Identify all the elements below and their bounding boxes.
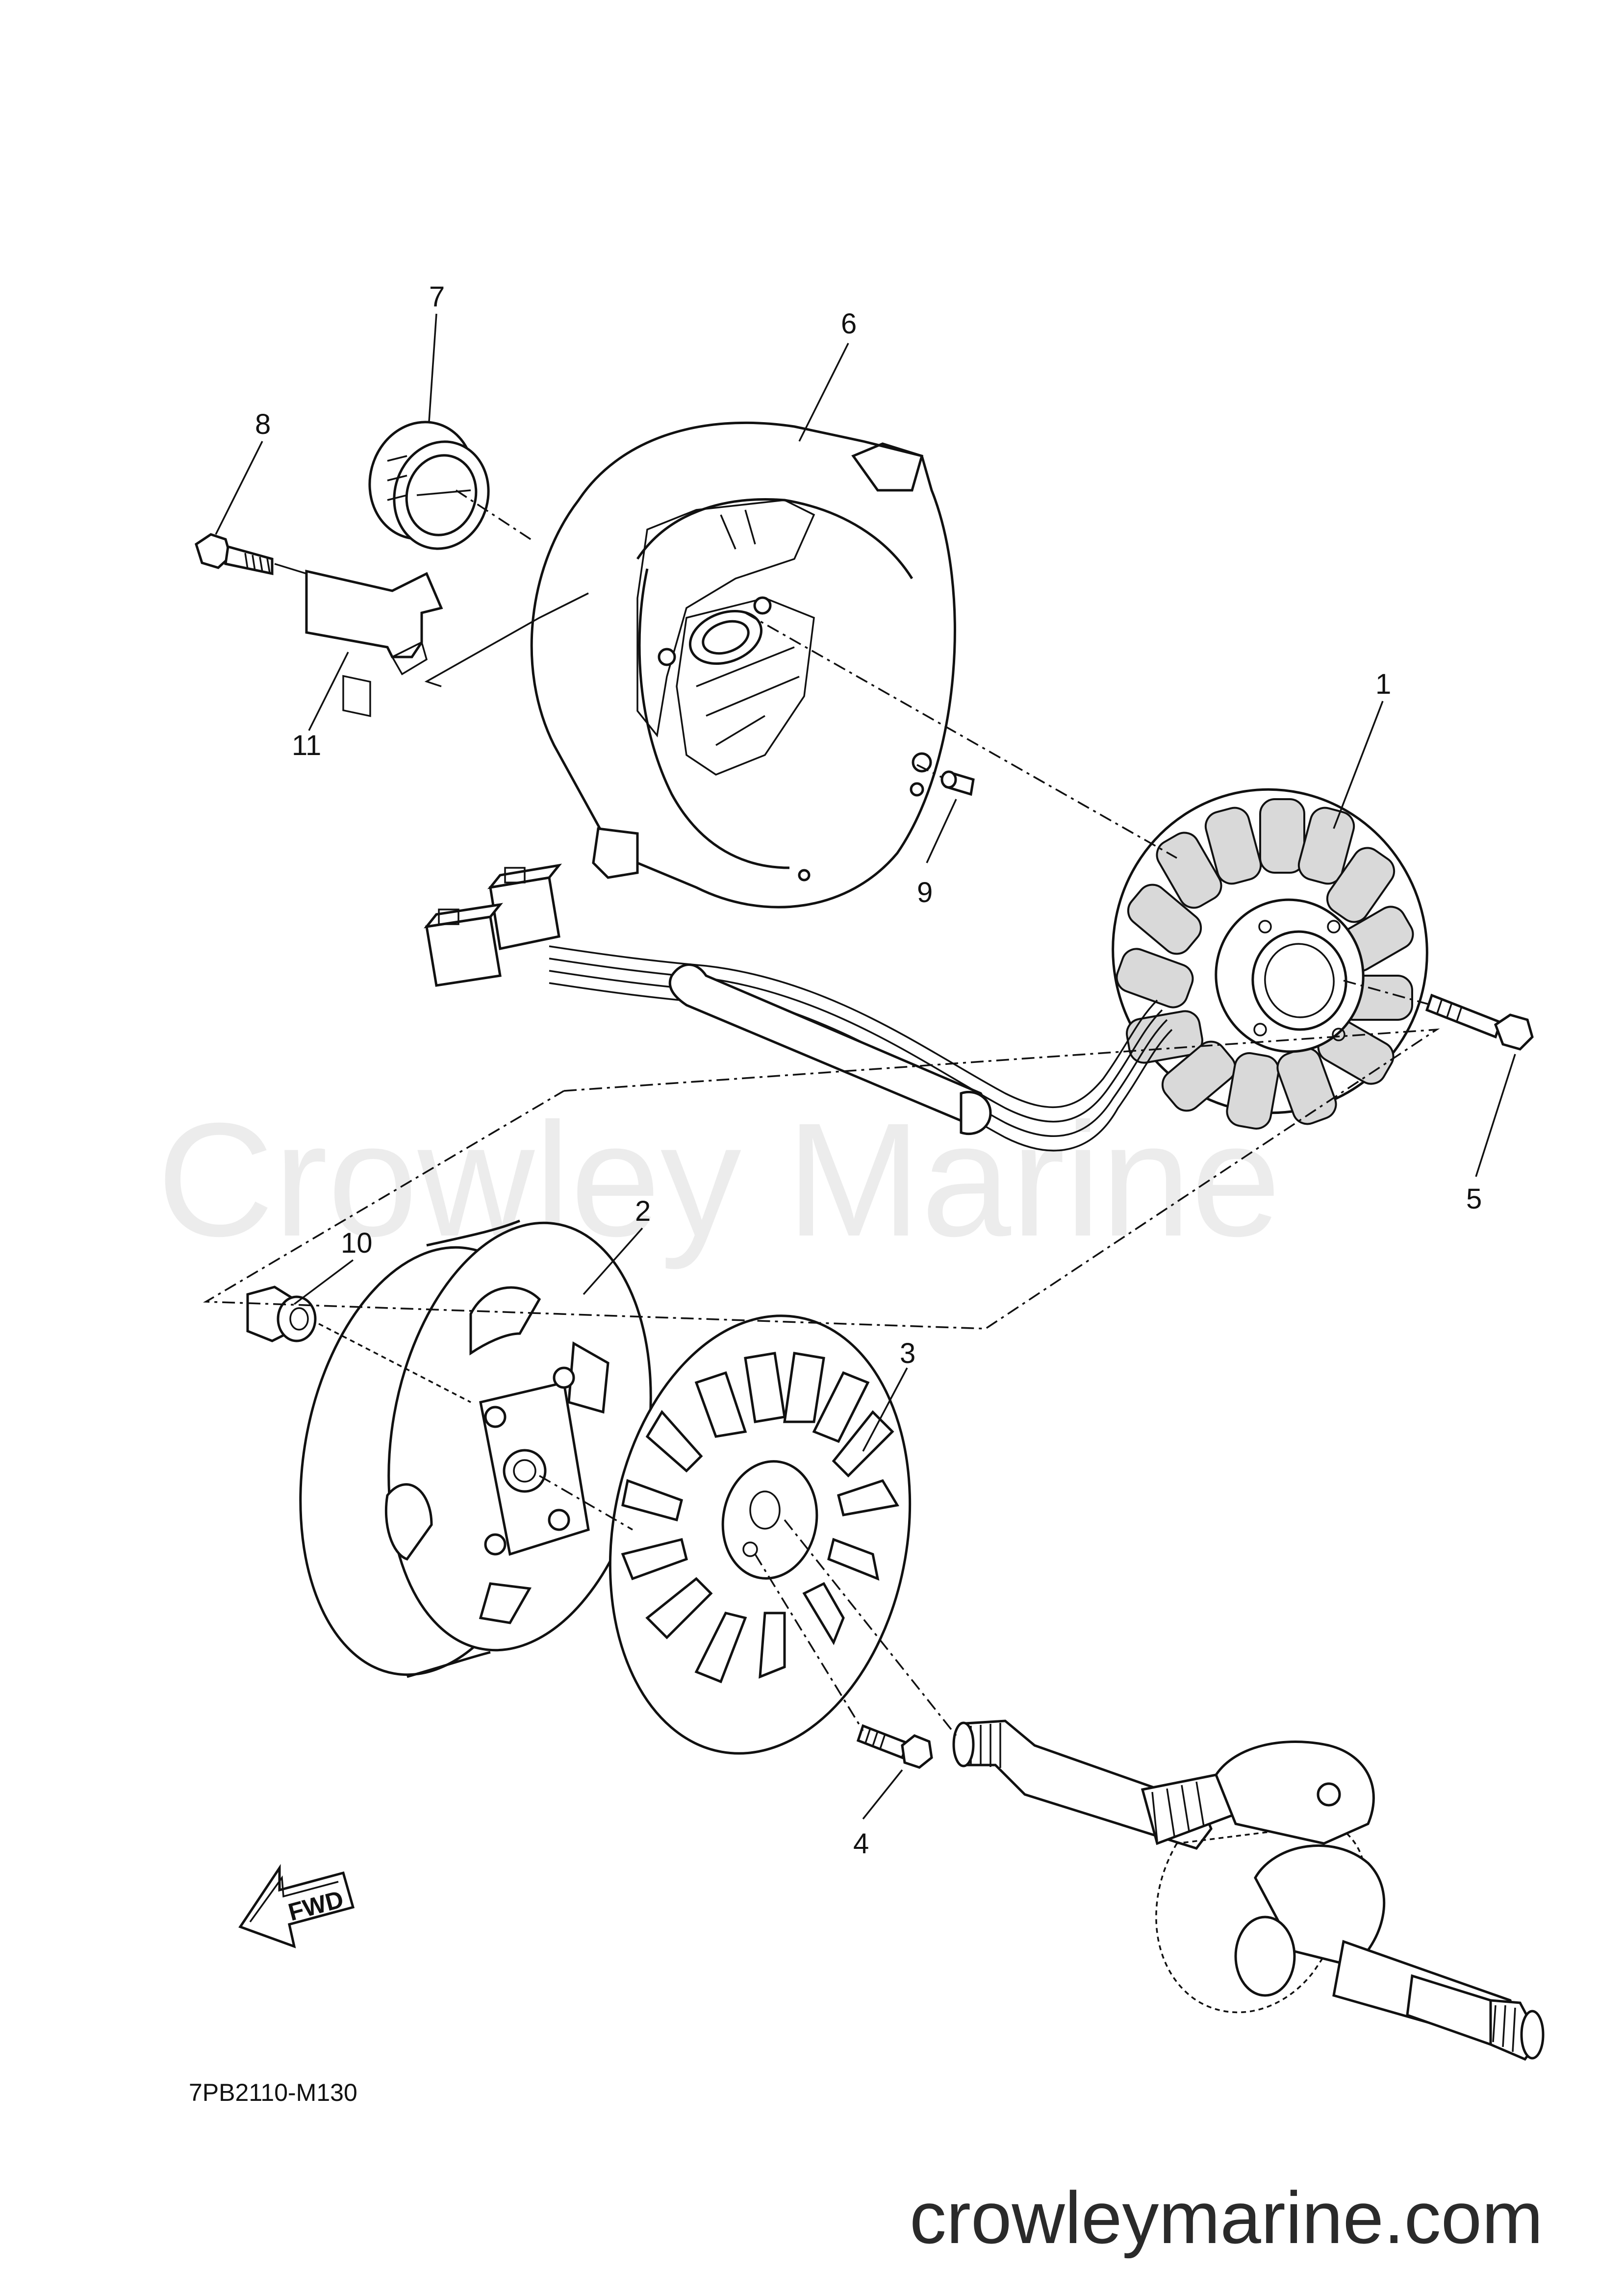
part-2-flywheel[interactable] [269, 1202, 683, 1696]
part-7-grommet[interactable] [357, 410, 501, 559]
callout-11[interactable]: 11 [292, 730, 321, 761]
assembly-axes [274, 489, 1432, 1737]
part-6-cover[interactable] [530, 421, 956, 908]
callout-2[interactable]: 2 [635, 1195, 651, 1227]
callout-10[interactable]: 10 [341, 1227, 373, 1259]
watermark: Crowley Marine [157, 1089, 1281, 1271]
callout-3[interactable]: 3 [900, 1337, 915, 1369]
part-10-nut[interactable] [246, 1286, 317, 1342]
harness-connector-upper[interactable] [487, 863, 562, 950]
callout-9[interactable]: 9 [917, 877, 933, 908]
site-url[interactable]: crowleymarine.com [910, 2176, 1543, 2259]
part-3-fan[interactable] [577, 1292, 943, 1778]
callout-4[interactable]: 4 [853, 1828, 869, 1860]
part-4-bolt[interactable] [856, 1724, 933, 1769]
diagram-code: 7PB2110-M130 [189, 2079, 357, 2106]
crankshaft[interactable] [952, 1719, 1545, 2061]
part-11-bracket[interactable] [305, 569, 443, 717]
stator-wire-harness[interactable] [549, 945, 1173, 1152]
part-9-dowel-pin[interactable] [940, 770, 975, 796]
callout-5[interactable]: 5 [1466, 1183, 1482, 1215]
leader-lines [215, 313, 1516, 1820]
part-1-stator[interactable] [1088, 764, 1453, 1137]
callout-1[interactable]: 1 [1375, 668, 1391, 700]
fwd-arrow-icon: FWD [238, 1864, 355, 1948]
callout-6[interactable]: 6 [841, 308, 857, 340]
part-8-bolt[interactable] [195, 533, 274, 576]
callout-7[interactable]: 7 [429, 281, 445, 313]
callout-8[interactable]: 8 [255, 408, 271, 440]
fan-blades [621, 1352, 900, 1684]
callout-labels: 1 2 3 4 5 6 7 8 9 10 11 [255, 281, 1482, 1860]
harness-connector-lower[interactable] [424, 903, 503, 987]
part-5-bolt[interactable] [1425, 993, 1534, 1051]
